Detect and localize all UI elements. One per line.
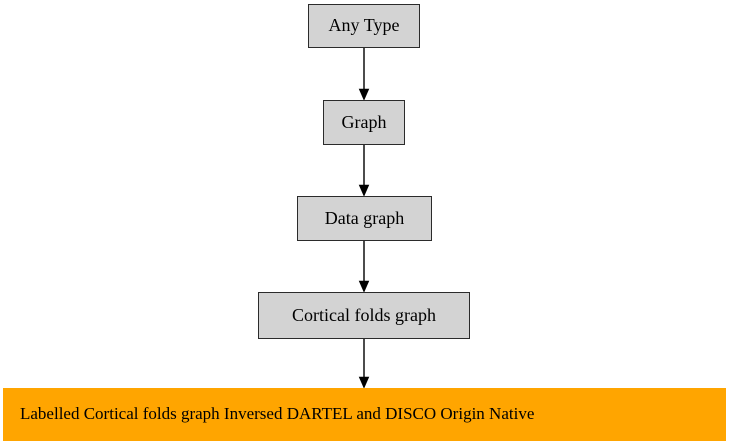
- node-labelled-output[interactable]: Labelled Cortical folds graph Inversed D…: [3, 388, 726, 441]
- edge-graph-to-data-graph: [358, 145, 370, 197]
- node-data-graph-label: Data graph: [324, 207, 405, 228]
- edge-any-type-to-graph: [358, 48, 370, 101]
- node-cortical-folds-graph-label: Cortical folds graph: [292, 304, 436, 325]
- node-data-graph[interactable]: Data graph: [297, 196, 432, 241]
- edge-cortical-folds-graph-to-labelled-output: [358, 339, 370, 389]
- node-cortical-folds-graph[interactable]: Cortical folds graph: [258, 292, 470, 339]
- node-graph-label: Graph: [341, 111, 387, 132]
- edge-data-graph-to-cortical-folds-graph: [358, 241, 370, 293]
- node-any-type[interactable]: Any Type: [308, 4, 420, 48]
- node-any-type-label: Any Type: [328, 15, 400, 35]
- node-labelled-output-label: Labelled Cortical folds graph Inversed D…: [20, 404, 535, 423]
- node-graph[interactable]: Graph: [323, 100, 405, 145]
